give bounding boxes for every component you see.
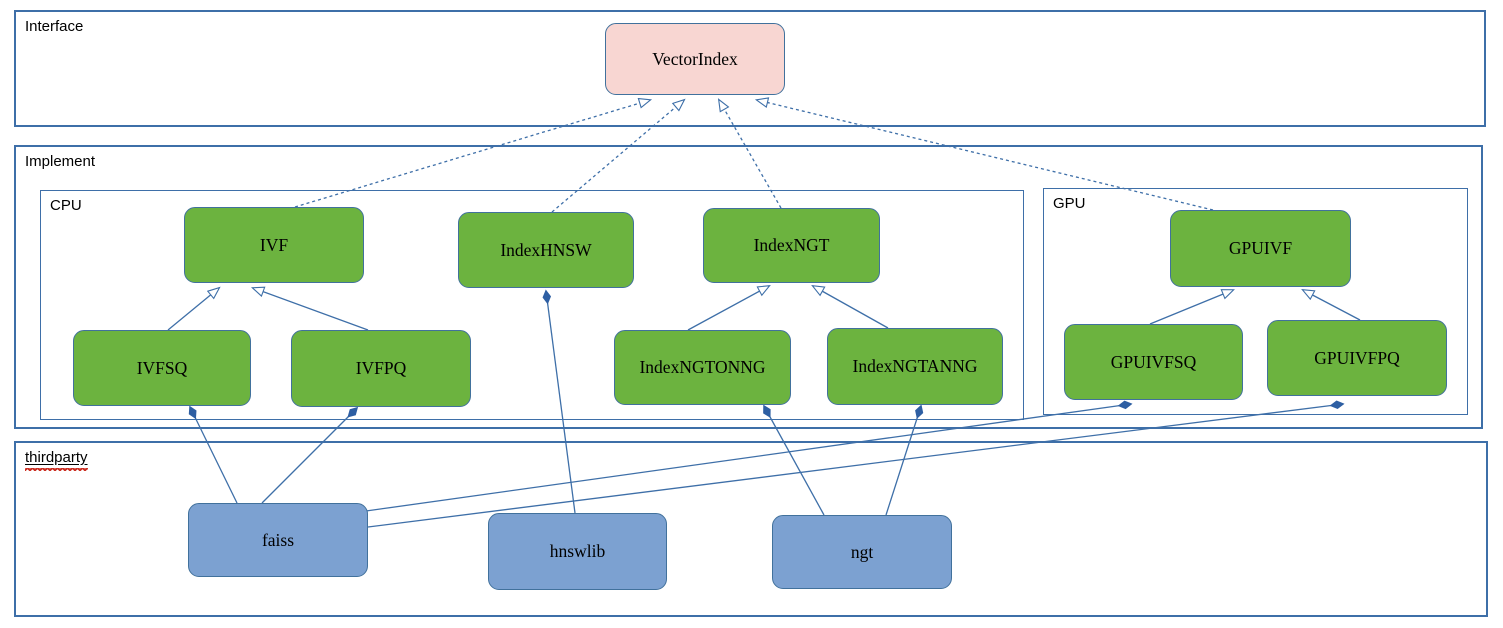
node-ivfpq[interactable]: IVFPQ bbox=[291, 330, 471, 407]
node-vectorindex-label: VectorIndex bbox=[652, 48, 738, 69]
node-indexngtonng[interactable]: IndexNGTONNG bbox=[614, 330, 791, 405]
node-indexngtonng-label: IndexNGTONNG bbox=[639, 357, 766, 377]
container-implement-label: Implement bbox=[25, 153, 96, 170]
node-gpuivfsq-label: GPUIVFSQ bbox=[1110, 351, 1197, 372]
node-ivfsq-label: IVFSQ bbox=[136, 357, 188, 378]
node-indexngt-label: IndexNGT bbox=[753, 235, 830, 255]
node-gpuivfpq-label: GPUIVFPQ bbox=[1314, 347, 1400, 368]
container-interface-label: Interface bbox=[25, 18, 84, 35]
node-ivf-label: IVF bbox=[259, 234, 289, 255]
node-ivf[interactable]: IVF bbox=[184, 207, 364, 283]
node-faiss[interactable]: faiss bbox=[188, 503, 368, 577]
node-indexngt[interactable]: IndexNGT bbox=[703, 208, 880, 283]
node-gpuivf-label: GPUIVF bbox=[1228, 238, 1293, 258]
node-indexhnsw-label: IndexHNSW bbox=[500, 239, 592, 260]
container-cpu-label: CPU bbox=[50, 197, 82, 214]
node-indexngtanng[interactable]: IndexNGTANNG bbox=[827, 328, 1003, 405]
node-hnswlib-label: hnswlib bbox=[549, 541, 606, 561]
node-ngt[interactable]: ngt bbox=[772, 515, 952, 589]
node-ngt-label: ngt bbox=[850, 541, 874, 562]
node-ivfpq-label: IVFPQ bbox=[355, 358, 407, 378]
container-thirdparty-label: thirdparty bbox=[25, 449, 88, 471]
node-gpuivfsq[interactable]: GPUIVFSQ bbox=[1064, 324, 1243, 400]
node-gpuivf[interactable]: GPUIVF bbox=[1170, 210, 1351, 287]
node-ivfsq[interactable]: IVFSQ bbox=[73, 330, 251, 406]
node-indexhnsw[interactable]: IndexHNSW bbox=[458, 212, 634, 288]
node-indexngtanng-label: IndexNGTANNG bbox=[852, 356, 978, 376]
node-hnswlib[interactable]: hnswlib bbox=[488, 513, 667, 590]
container-gpu-label: GPU bbox=[1053, 195, 1086, 212]
node-faiss-label: faiss bbox=[261, 529, 295, 550]
node-gpuivfpq[interactable]: GPUIVFPQ bbox=[1267, 320, 1447, 396]
node-vectorindex[interactable]: VectorIndex bbox=[605, 23, 785, 95]
